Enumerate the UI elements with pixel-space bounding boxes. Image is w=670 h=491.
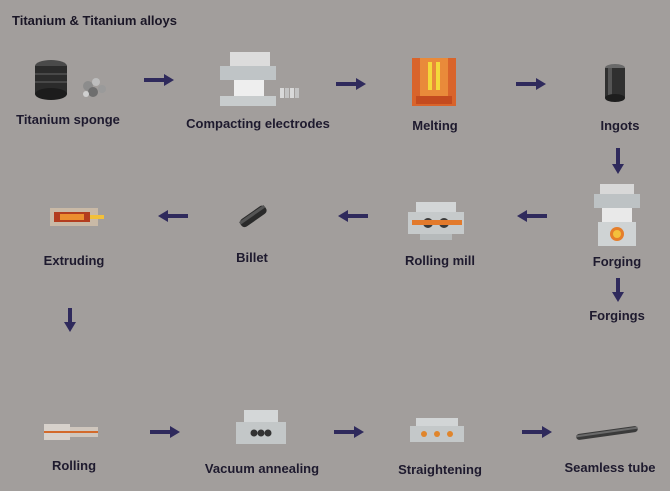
step-label-ingots: Ingots [600, 118, 640, 133]
extruding-image [50, 208, 104, 226]
step-label-rolling-mill: Rolling mill [404, 253, 476, 268]
step-label-vacuum-annealing: Vacuum annealing [204, 461, 320, 476]
arrow-right-icon [516, 78, 546, 90]
arrow-down-icon [64, 308, 76, 332]
arrow-down-icon [612, 278, 624, 302]
rolling-mill-image [408, 202, 464, 240]
step-label-forgings: Forgings [589, 308, 645, 323]
melting-furnace-image [412, 58, 456, 106]
arrow-right-icon [336, 78, 366, 90]
compacting-electrodes-image [220, 52, 299, 106]
arrow-right-icon [144, 74, 174, 86]
arrow-down-icon [612, 148, 624, 174]
titanium-sponge-image [35, 60, 106, 100]
step-label-billet: Billet [236, 250, 268, 265]
step-label-forging: Forging [592, 254, 642, 269]
arrow-left-icon [338, 210, 368, 222]
step-label-seamless-tube: Seamless tube [564, 460, 656, 475]
rolling-image [44, 424, 98, 440]
straightening-image [410, 418, 464, 442]
arrow-right-icon [150, 426, 180, 438]
vacuum-annealing-image [236, 410, 286, 444]
step-label-extruding: Extruding [43, 253, 105, 268]
seamless-tube-image [576, 426, 638, 440]
step-label-straightening: Straightening [398, 462, 482, 477]
arrow-left-icon [517, 210, 547, 222]
forging-press-image [594, 184, 640, 246]
arrow-right-icon [334, 426, 364, 438]
ingot-image [605, 64, 625, 102]
step-label-melting: Melting [412, 118, 458, 133]
step-label-compacting-electrodes: Compacting electrodes [186, 116, 330, 131]
arrow-left-icon [158, 210, 188, 222]
step-label-titanium-sponge: Titanium sponge [16, 112, 120, 127]
step-label-rolling: Rolling [51, 458, 97, 473]
billet-image [238, 204, 267, 228]
diagram-title: Titanium & Titanium alloys [12, 13, 177, 28]
arrow-right-icon [522, 426, 552, 438]
